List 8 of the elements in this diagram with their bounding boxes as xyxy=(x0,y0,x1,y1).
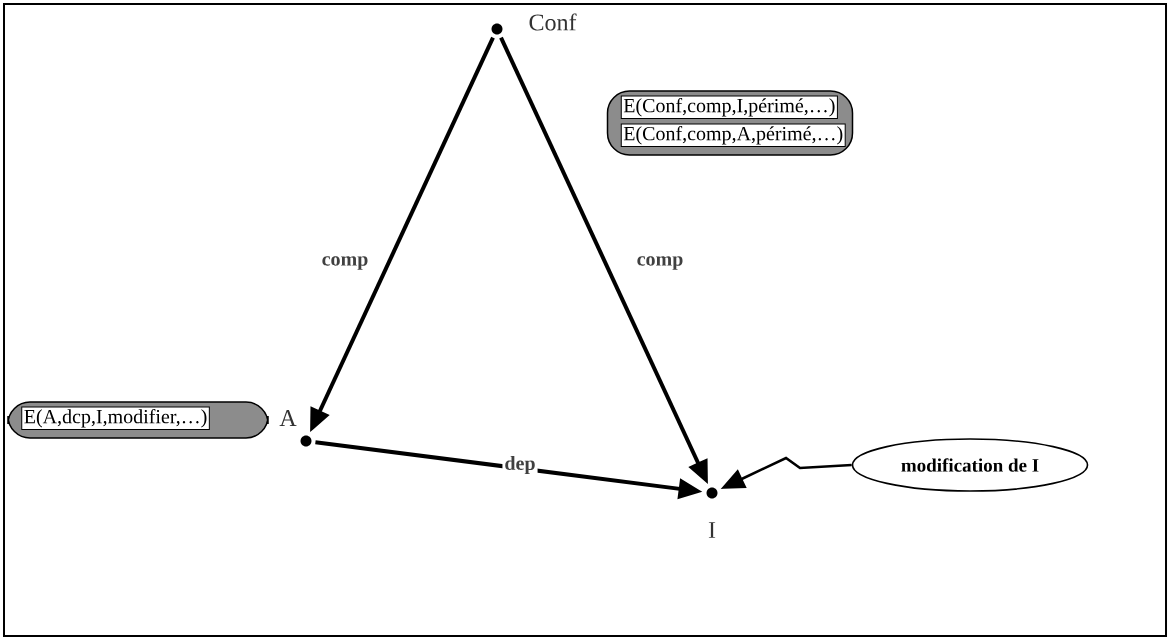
event-box: E(A,dcp,I,modifier,…) xyxy=(7,401,269,439)
edge-label: comp xyxy=(634,254,686,272)
event-box: E(Conf,comp,I,périmé,…) E(Conf,comp,A,périmé,…) xyxy=(606,90,854,156)
edge-label: comp xyxy=(319,254,371,272)
point-label: Conf xyxy=(529,13,577,31)
point-label: I xyxy=(708,522,716,538)
edge-label: dep xyxy=(502,453,538,477)
point-label: A xyxy=(279,410,297,426)
